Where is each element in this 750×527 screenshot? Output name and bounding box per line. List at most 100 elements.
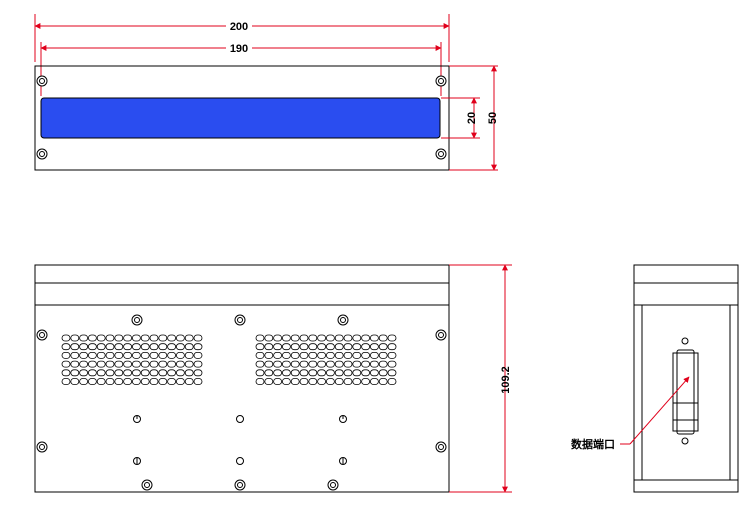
vent-slot (149, 369, 159, 377)
vent-slot (184, 351, 194, 359)
vent-slot (387, 343, 397, 351)
screw-icon (327, 479, 339, 491)
side-view-housing (633, 264, 739, 493)
data-port-connector (672, 337, 699, 445)
vent-slot (123, 343, 132, 351)
vent-slot (387, 351, 397, 359)
vent-slot (264, 334, 274, 342)
dim-text-109-2: 109.2 (500, 366, 512, 394)
vent-slot (175, 334, 185, 342)
vent-slot (387, 360, 397, 368)
vent-slot (167, 369, 177, 377)
vent-slot (281, 369, 291, 377)
vent-slot (308, 351, 318, 359)
vent-slot (70, 351, 80, 359)
vent-slot (105, 369, 115, 377)
dim-text-190: 190 (230, 43, 248, 55)
vent-slot (317, 351, 327, 359)
vent-slot (361, 334, 371, 342)
vent-slot (378, 351, 388, 359)
vent-slot (105, 351, 115, 359)
vent-slot (299, 369, 309, 377)
vent-slot (369, 378, 379, 385)
vent-slot (140, 334, 150, 342)
vent-slot (290, 378, 300, 385)
vent-slot (361, 351, 371, 359)
vent-slot (264, 369, 274, 377)
port-label: 数据端口 (571, 437, 615, 451)
vent-slot (290, 351, 300, 359)
vent-slot (352, 334, 362, 342)
vent-slot (70, 334, 80, 342)
vent-slot (378, 334, 388, 342)
vent-slot (255, 378, 265, 385)
dim-text-50: 50 (487, 112, 499, 124)
vent-slot (193, 334, 203, 342)
vent-slot (317, 360, 327, 368)
vent-grille-right (255, 334, 397, 385)
vent-slot (361, 343, 371, 351)
vent-slot (255, 369, 265, 377)
emission-window (40, 97, 441, 139)
vent-slot (88, 343, 97, 351)
vent-slot (158, 360, 168, 368)
vent-slot (79, 378, 88, 385)
vent-slot (281, 351, 291, 359)
vent-slot (308, 334, 318, 342)
dimension-window-height: 20 (441, 97, 480, 139)
vent-slot (255, 343, 265, 351)
screw-icon (234, 314, 246, 326)
mounting-hole-icon (236, 457, 244, 465)
vent-slot (343, 369, 353, 377)
vent-slot (131, 334, 141, 342)
vent-slot (149, 378, 159, 385)
vent-slot (317, 343, 327, 351)
vent-slot (96, 334, 106, 342)
vent-grille-left (61, 334, 203, 385)
vent-slot (123, 351, 132, 359)
vent-slot (334, 334, 344, 342)
vent-slot (308, 369, 318, 377)
vent-slot (343, 343, 353, 351)
vent-slot (61, 334, 71, 342)
vent-slot (299, 378, 309, 385)
vent-slot (308, 360, 318, 368)
vent-slot (70, 343, 80, 351)
vent-slot (114, 360, 124, 368)
mounting-hole-icon (339, 457, 347, 465)
vent-slot (131, 360, 141, 368)
vent-slot (334, 360, 344, 368)
vent-slot (343, 360, 353, 368)
dimension-overall-width: 200 (34, 14, 450, 62)
vent-slot (255, 351, 265, 359)
vent-slot (167, 343, 177, 351)
screw-icon (435, 329, 447, 341)
vent-slot (387, 369, 397, 377)
vent-slot (184, 378, 194, 385)
vent-slot (96, 351, 106, 359)
vent-slot (299, 334, 309, 342)
vent-slot (61, 351, 71, 359)
vent-slot (158, 343, 168, 351)
vent-slot (299, 360, 309, 368)
vent-slot (175, 369, 185, 377)
screw-icon (435, 441, 447, 453)
vent-slot (79, 351, 88, 359)
vent-slot (193, 369, 203, 377)
vent-slot (264, 351, 274, 359)
vent-slot (334, 351, 344, 359)
vent-slot (131, 369, 141, 377)
vent-slot (369, 334, 379, 342)
vent-slot (378, 378, 388, 385)
vent-slot (184, 369, 194, 377)
vent-slot (352, 351, 362, 359)
vent-slot (175, 360, 185, 368)
vent-slot (378, 360, 388, 368)
vent-slot (325, 378, 335, 385)
vent-slot (273, 343, 283, 351)
vent-slot (343, 351, 353, 359)
vent-slot (70, 360, 80, 368)
vent-slot (193, 343, 203, 351)
vent-slot (131, 378, 141, 385)
vent-slot (193, 351, 203, 359)
